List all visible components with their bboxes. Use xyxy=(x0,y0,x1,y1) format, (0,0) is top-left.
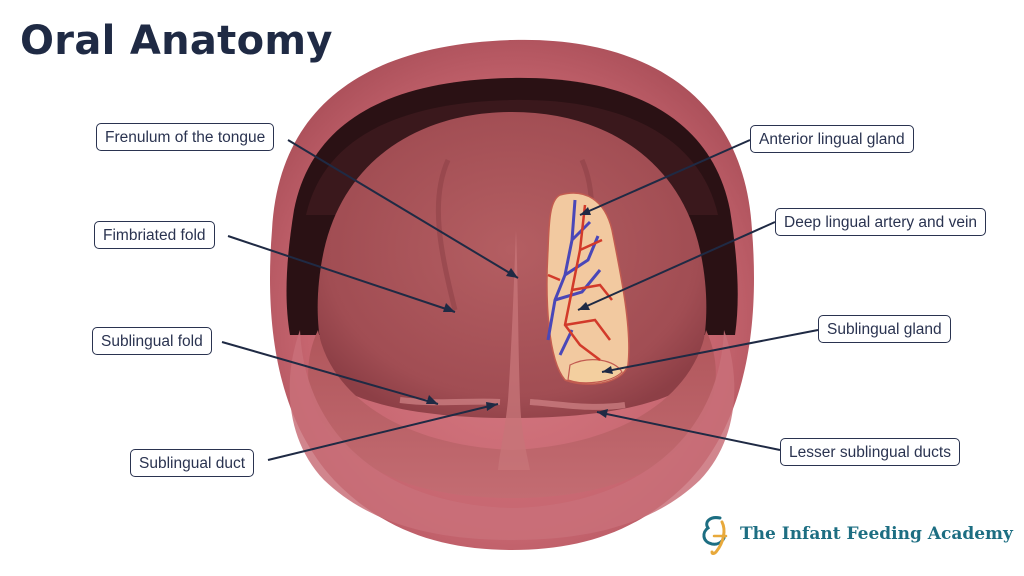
sublingual-gland xyxy=(567,359,623,384)
label-sublingual-gland: Sublingual gland xyxy=(818,315,951,343)
brand-name: The Infant Feeding Academy xyxy=(740,524,1013,544)
label-lesser-sublingual-ducts: Lesser sublingual ducts xyxy=(780,438,960,466)
leader-anterior-lingual-gland xyxy=(579,139,751,216)
arrowhead-sublingual-duct xyxy=(486,402,498,411)
page-title: Oral Anatomy xyxy=(20,18,333,64)
frenulum-of-tongue xyxy=(498,230,530,470)
leader-sublingual-gland xyxy=(601,329,819,373)
leader-frenulum xyxy=(287,139,519,279)
arrowhead-frenulum xyxy=(506,268,518,278)
brand: The Infant Feeding Academy xyxy=(704,516,1013,552)
leader-sublingual-fold xyxy=(221,341,439,405)
leader-fimbriated xyxy=(227,235,456,313)
arrowhead-deep-lingual xyxy=(578,302,590,310)
arrowhead-anterior-lingual-gland xyxy=(580,207,591,215)
deep-lingual-artery xyxy=(547,204,613,361)
lower-lip-inner xyxy=(289,330,735,540)
ef-monogram-logo xyxy=(702,516,728,555)
leader-lesser-ducts xyxy=(596,411,781,451)
label-sublingual-duct: Sublingual duct xyxy=(130,449,254,477)
sublingual-fold-left xyxy=(399,397,501,406)
arrowhead-fimbriated xyxy=(443,303,455,312)
arrowhead-sublingual-gland xyxy=(602,366,613,374)
arrowhead-sublingual-fold xyxy=(426,395,438,404)
label-anterior-lingual-gland: Anterior lingual gland xyxy=(750,125,914,153)
leader-sublingual-duct xyxy=(267,403,499,461)
arrowhead-lesser-ducts xyxy=(597,409,608,418)
mouth-group xyxy=(269,39,755,550)
logo-e-stroke xyxy=(702,516,726,546)
leader-lines xyxy=(221,139,819,461)
label-frenulum: Frenulum of the tongue xyxy=(96,123,275,151)
fimbriated-fold-left xyxy=(435,158,458,311)
dissection-window xyxy=(546,192,630,385)
mouth-floor xyxy=(308,330,716,498)
label-sublingual-fold: Sublingual fold xyxy=(92,327,212,355)
label-deep-lingual: Deep lingual artery and vein xyxy=(775,208,987,236)
logo-f-stroke xyxy=(710,520,726,555)
leader-deep-lingual xyxy=(577,221,776,311)
label-fimbriated-fold: Fimbriated fold xyxy=(94,221,215,249)
sublingual-fold-right xyxy=(529,399,626,410)
arrowheads xyxy=(426,207,613,418)
